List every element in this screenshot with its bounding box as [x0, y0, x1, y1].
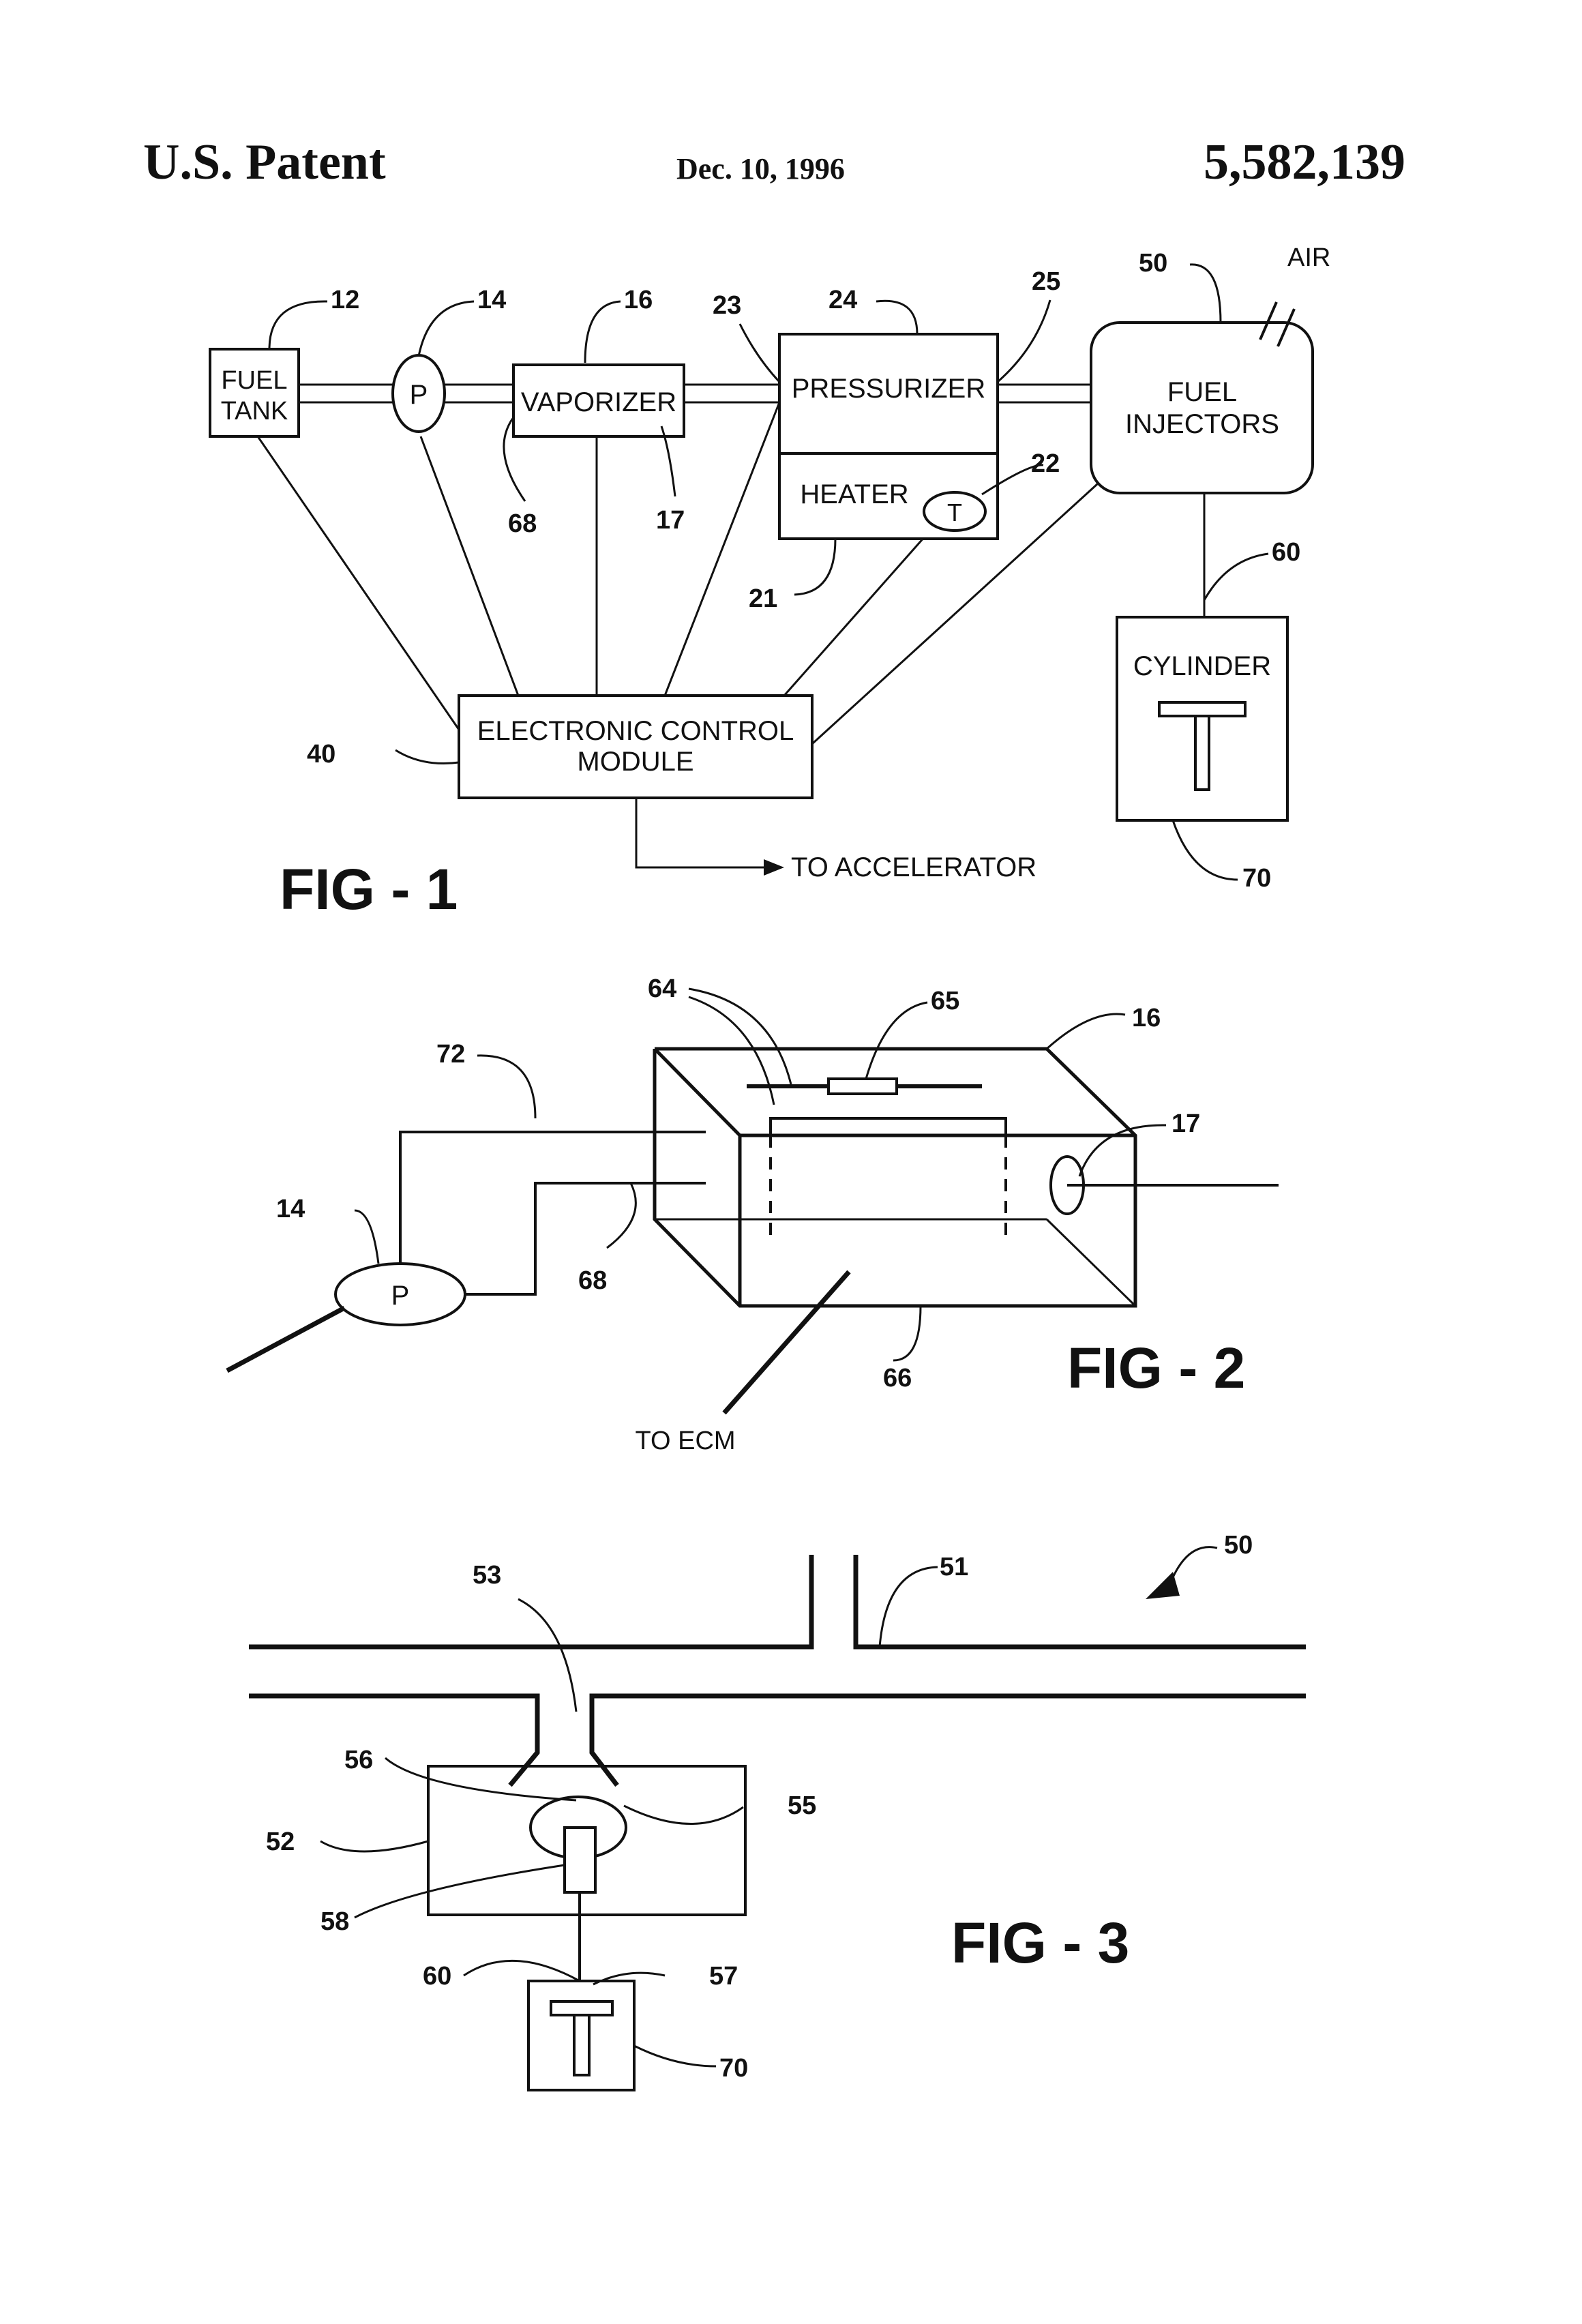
vaporizer-label: VAPORIZER [521, 387, 676, 417]
pressurizer-label: PRESSURIZER [792, 374, 986, 404]
fig2-pump-label: P [391, 1281, 410, 1311]
to-accelerator-arrowhead [764, 859, 784, 876]
fig3-arrow-50 [1169, 1547, 1217, 1585]
fig3-ref-55: 55 [788, 1791, 816, 1820]
header-patent-number: 5,582,139 [1204, 134, 1405, 190]
fig1-title: FIG - 1 [280, 857, 458, 921]
fig3-ref-70: 70 [719, 2054, 748, 2083]
fig3-title: FIG - 3 [951, 1911, 1129, 1975]
fuel-injectors-box [1091, 323, 1313, 493]
heater-label: HEATER [800, 479, 908, 509]
fig3-ref-56: 56 [344, 1746, 373, 1774]
fig1-ref-21: 21 [749, 584, 777, 613]
fig1-ref-50: 50 [1139, 249, 1167, 278]
fig3-ref-60: 60 [423, 1962, 451, 1991]
fig2-ref-16: 16 [1132, 1004, 1161, 1032]
air-label: AIR [1287, 243, 1330, 272]
fig1-diagram: FUEL TANK P VAPORIZER PRESSURIZER HEATER… [210, 243, 1330, 921]
fig3-ref-57: 57 [709, 1962, 738, 1991]
thermostat-label: T [947, 498, 962, 526]
fuel-injectors-label-2: INJECTORS [1125, 409, 1279, 439]
fig1-ref-68: 68 [508, 509, 537, 538]
to-ecm-line [724, 1272, 849, 1413]
to-accelerator-label: TO ACCELERATOR [791, 852, 1036, 882]
fig1-ref-12: 12 [331, 286, 359, 314]
fig1-ref-25: 25 [1032, 267, 1060, 296]
cylinder-label: CYLINDER [1133, 651, 1271, 681]
fig1-ref-24: 24 [829, 286, 857, 314]
element-65 [829, 1079, 897, 1094]
to-accelerator-line [636, 798, 764, 867]
fig1-ref-17: 17 [656, 506, 685, 535]
line-72 [400, 1132, 706, 1264]
pump-intake-line [227, 1308, 344, 1371]
fig2-ref-72: 72 [436, 1040, 465, 1069]
ecm-label-1: ELECTRONIC CONTROL [477, 716, 794, 746]
to-ecm-label: TO ECM [635, 1427, 735, 1455]
fig2-ref-68: 68 [578, 1266, 607, 1295]
fig3-ref-53: 53 [473, 1561, 501, 1590]
fig1-ref-70: 70 [1242, 864, 1271, 893]
fig1-ref-22: 22 [1031, 449, 1060, 478]
fig1-ref-14: 14 [477, 286, 506, 314]
fig3-ref-50: 50 [1224, 1531, 1253, 1560]
fig1-control-wires [258, 402, 1204, 743]
piston-rod [1195, 716, 1209, 790]
fig2-ref-64: 64 [648, 974, 676, 1003]
fig2-ref-14: 14 [276, 1195, 305, 1223]
fig2-ref-65: 65 [931, 987, 959, 1015]
stem-58 [565, 1828, 595, 1892]
fig3-diagram: 50 51 53 56 55 52 58 60 57 70 FIG - 3 [249, 1531, 1306, 2090]
intake-manifold [249, 1555, 1306, 1785]
fig1-ref-60: 60 [1272, 538, 1300, 567]
fig2-ref-17: 17 [1171, 1109, 1200, 1138]
fig2-ref-66: 66 [883, 1364, 912, 1392]
header-date: Dec. 10, 1996 [676, 152, 845, 185]
piston-head [1159, 702, 1245, 716]
fuel-tank-label-2: TANK [221, 397, 288, 426]
fuel-tank-label-1: FUEL [221, 366, 287, 395]
ecm-label-2: MODULE [577, 747, 693, 777]
fuel-injectors-label-1: FUEL [1167, 377, 1237, 407]
inner-chamber [771, 1118, 1006, 1135]
fig2-diagram: P TO ECM 64 65 16 72 17 14 68 66 FIG - 2 [227, 974, 1279, 1455]
fig3-t-head [551, 2001, 612, 2015]
header-left: U.S. Patent [143, 134, 386, 190]
fig1-ref-16: 16 [624, 286, 653, 314]
fig3-ref-51: 51 [940, 1553, 968, 1581]
fig1-ref-23: 23 [713, 291, 741, 320]
fig2-title: FIG - 2 [1067, 1336, 1245, 1400]
pump-label: P [410, 380, 428, 410]
fig3-ref-58: 58 [320, 1907, 349, 1936]
fig1-ref-40: 40 [307, 740, 335, 769]
fig3-ref-52: 52 [266, 1828, 295, 1856]
fig3-t-stem [574, 2015, 589, 2075]
